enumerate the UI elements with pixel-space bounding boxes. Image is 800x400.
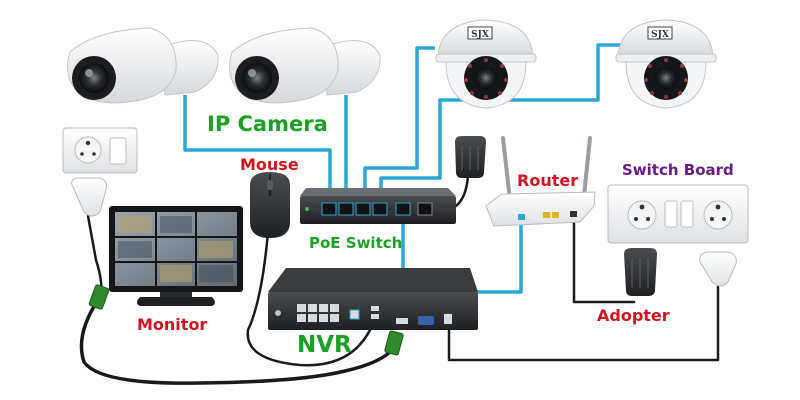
switch-board-label: Switch Board (622, 161, 734, 179)
adapter-label: Adopter (597, 306, 670, 325)
dome-1-brand-label: SJX (471, 30, 489, 40)
monitor-camera-feed-grid (115, 212, 237, 286)
monitor-power-plug (71, 177, 107, 217)
ip-camera-bullet-1 (67, 27, 219, 104)
router (485, 136, 596, 227)
poe-switch-ports (321, 202, 433, 216)
cable-mouse-to-nvr (246, 230, 372, 367)
poe-power-adapter (455, 136, 486, 178)
switch-board (607, 184, 749, 244)
router-label: Router (517, 171, 579, 190)
router-power-adapter (624, 248, 657, 296)
wall-socket (62, 127, 138, 174)
cable-dome-1 (363, 46, 435, 200)
hdmi-plug-monitor (88, 284, 110, 310)
ip-camera-dome-1: SJX (435, 19, 537, 109)
ip-camera-label: IP Camera (207, 112, 328, 136)
mouse (250, 172, 290, 238)
nvr-poe-ports (297, 304, 339, 322)
hdmi-cable (79, 298, 397, 385)
cable-dome-2 (379, 43, 622, 200)
dome-2-brand-label: SJX (651, 30, 669, 40)
poe-switch (300, 188, 456, 224)
mouse-label: Mouse (240, 155, 299, 174)
poe-switch-label: PoE Switch (309, 234, 403, 252)
cable-camera-1 (183, 95, 332, 200)
nvr (268, 268, 478, 330)
nvr-label: NVR (297, 332, 352, 358)
hdmi-plug-nvr (384, 330, 404, 356)
ip-camera-bullet-2 (229, 27, 381, 104)
ip-camera-dome-2: SJX (615, 19, 717, 109)
power-cables (86, 173, 720, 367)
monitor (109, 206, 243, 306)
cable-nvr-to-socket (447, 284, 720, 362)
nvr-power-plug (699, 251, 737, 287)
cable-router-to-adapter (572, 220, 636, 304)
monitor-label: Monitor (137, 315, 208, 334)
